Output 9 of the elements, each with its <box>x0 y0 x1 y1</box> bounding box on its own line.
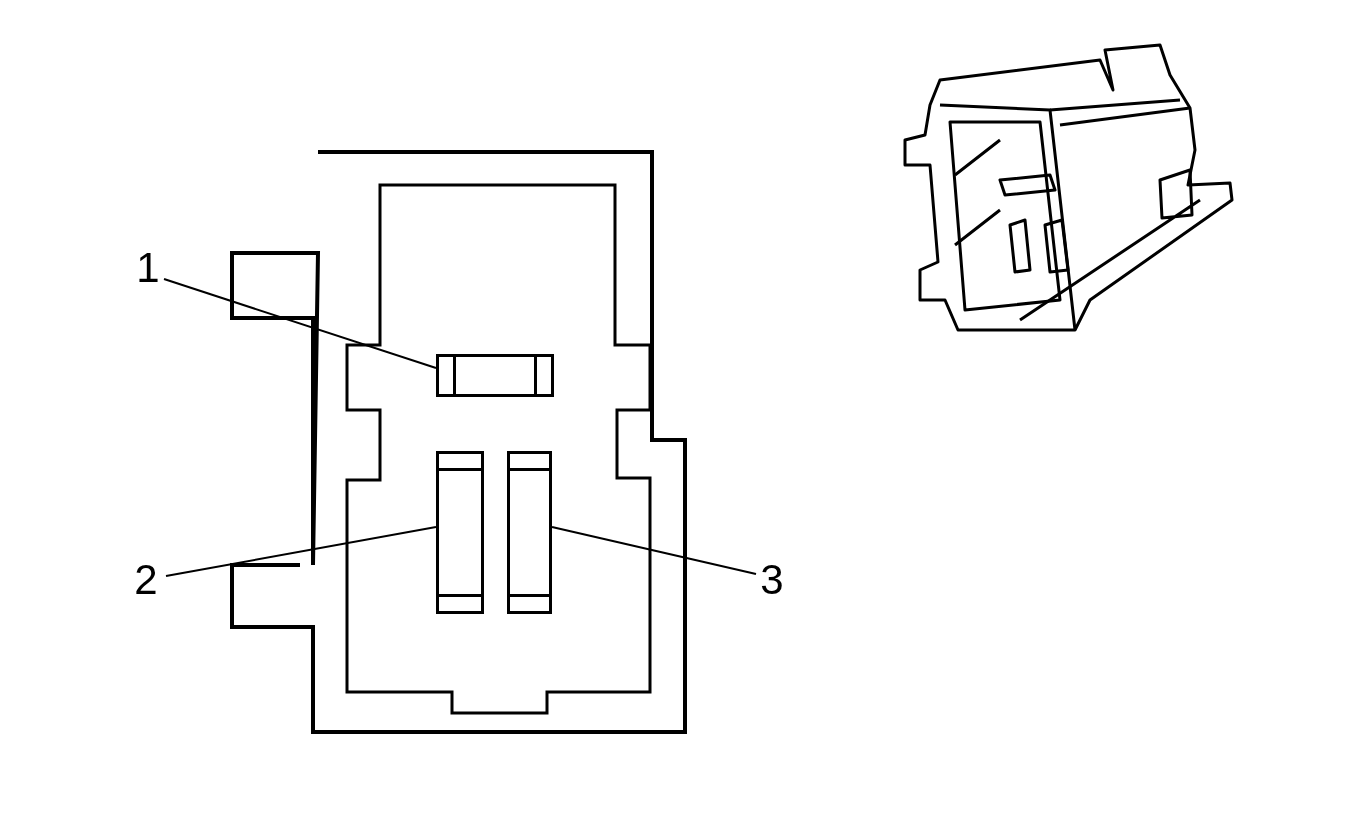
leader-line <box>165 526 437 577</box>
callout-number: 2 <box>126 556 166 604</box>
callout-number: 1 <box>128 244 168 292</box>
leader-line <box>551 526 757 575</box>
terminal <box>436 354 554 397</box>
terminal <box>507 451 552 614</box>
terminal <box>436 451 484 614</box>
callout-number: 3 <box>752 556 792 604</box>
leader-line <box>163 278 437 369</box>
